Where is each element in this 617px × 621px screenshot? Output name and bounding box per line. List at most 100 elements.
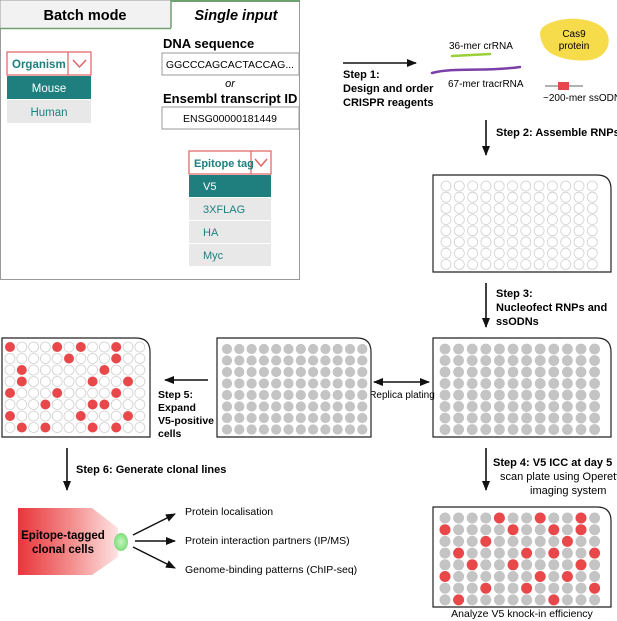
epitope-option-v5-bg[interactable] bbox=[189, 175, 271, 197]
step3-title: Step 3: bbox=[496, 288, 533, 300]
well-empty bbox=[586, 214, 598, 226]
well bbox=[521, 524, 533, 536]
epitope-option-3xflag-bg[interactable] bbox=[189, 198, 271, 220]
well bbox=[575, 535, 587, 547]
well bbox=[320, 378, 331, 389]
well bbox=[295, 366, 306, 378]
well bbox=[534, 524, 546, 536]
epitope-option-ha-bg[interactable] bbox=[189, 221, 271, 243]
organism-option-mouse[interactable]: Mouse bbox=[32, 83, 67, 95]
well-empty bbox=[28, 376, 39, 387]
well-empty bbox=[507, 225, 518, 237]
well-positive bbox=[87, 399, 98, 410]
well bbox=[466, 524, 478, 536]
well bbox=[258, 378, 269, 389]
well bbox=[548, 582, 560, 594]
organism-option-human[interactable]: Human bbox=[30, 107, 67, 119]
well bbox=[534, 535, 546, 547]
dna-sequence-input[interactable] bbox=[161, 52, 300, 76]
well bbox=[494, 378, 505, 389]
well bbox=[507, 424, 519, 435]
well bbox=[507, 547, 519, 559]
organism-option-mouse-bg[interactable] bbox=[7, 76, 91, 99]
well bbox=[439, 512, 451, 524]
well-positive bbox=[40, 399, 51, 410]
well bbox=[357, 366, 368, 378]
chevron-down-icon[interactable] bbox=[254, 158, 268, 168]
well bbox=[521, 343, 532, 355]
tracrrna-label: 67-mer tracrRNA bbox=[448, 79, 524, 90]
well-empty bbox=[110, 376, 122, 387]
epitope-option-ha[interactable]: HA bbox=[203, 227, 219, 239]
well bbox=[221, 355, 233, 366]
well-empty bbox=[99, 341, 110, 353]
organism-dropdown[interactable]: Organism Mouse Human bbox=[6, 51, 92, 123]
well bbox=[332, 389, 343, 401]
cell-droplet bbox=[114, 533, 128, 551]
well-positive bbox=[453, 594, 465, 606]
well-empty bbox=[493, 247, 505, 259]
well-empty bbox=[134, 399, 146, 410]
well-empty bbox=[467, 191, 479, 203]
tab-single-input[interactable]: Single input bbox=[195, 8, 279, 24]
epitope-option-3xflag[interactable]: 3XFLAG bbox=[203, 204, 245, 216]
well-empty bbox=[4, 399, 16, 410]
tab-batch-mode-bg[interactable] bbox=[0, 0, 171, 29]
well-empty bbox=[51, 376, 63, 387]
well-empty bbox=[520, 258, 532, 270]
well-empty bbox=[453, 202, 465, 214]
well bbox=[494, 412, 505, 424]
plate-assembled-rnps bbox=[432, 174, 612, 273]
well-positive bbox=[589, 547, 601, 559]
well-empty bbox=[75, 364, 87, 376]
well bbox=[562, 378, 573, 389]
well bbox=[589, 378, 600, 389]
well-empty bbox=[51, 364, 63, 376]
well bbox=[466, 401, 478, 412]
well bbox=[548, 512, 560, 524]
ensembl-id-input[interactable] bbox=[161, 106, 300, 130]
well bbox=[439, 582, 451, 594]
well-empty bbox=[480, 202, 492, 214]
well bbox=[357, 424, 368, 435]
well bbox=[246, 424, 257, 435]
well bbox=[332, 424, 343, 435]
well-empty bbox=[87, 341, 98, 353]
well-empty bbox=[507, 180, 518, 192]
well bbox=[507, 571, 519, 582]
ssodn-insert bbox=[558, 82, 569, 90]
organism-option-human-bg[interactable] bbox=[7, 100, 91, 123]
well bbox=[493, 559, 505, 571]
epitope-option-myc-bg[interactable] bbox=[189, 244, 271, 266]
well bbox=[507, 594, 519, 606]
plate-wells bbox=[4, 341, 146, 433]
well bbox=[480, 355, 492, 366]
organism-select-box[interactable] bbox=[6, 51, 92, 76]
chevron-down-icon[interactable] bbox=[72, 59, 87, 69]
well-empty bbox=[75, 422, 87, 433]
well bbox=[295, 412, 306, 424]
well-positive bbox=[521, 547, 533, 559]
well bbox=[320, 389, 331, 401]
epitope-option-v5[interactable]: V5 bbox=[203, 181, 216, 193]
well-empty bbox=[586, 191, 598, 203]
epitope-option-myc[interactable]: Myc bbox=[203, 250, 224, 262]
well bbox=[453, 535, 465, 547]
well bbox=[308, 389, 319, 401]
analyze-label: Analyze V5 knock-in efficiency bbox=[451, 608, 593, 620]
well-empty bbox=[573, 202, 585, 214]
well-empty bbox=[63, 376, 75, 387]
well bbox=[295, 401, 306, 412]
well bbox=[575, 424, 587, 435]
tab-batch-mode[interactable]: Batch mode bbox=[44, 8, 127, 24]
well bbox=[453, 389, 464, 401]
well bbox=[283, 378, 294, 389]
well-positive bbox=[480, 582, 492, 594]
well-empty bbox=[586, 247, 598, 259]
well bbox=[521, 366, 532, 378]
well bbox=[295, 378, 306, 389]
well-positive bbox=[123, 376, 133, 387]
input-panel: Batch mode Single input Organism Mouse H… bbox=[0, 0, 300, 280]
well bbox=[589, 424, 600, 435]
epitope-tag-dropdown[interactable]: Epitope tag V5 3XFLAG HA Myc bbox=[188, 150, 272, 266]
